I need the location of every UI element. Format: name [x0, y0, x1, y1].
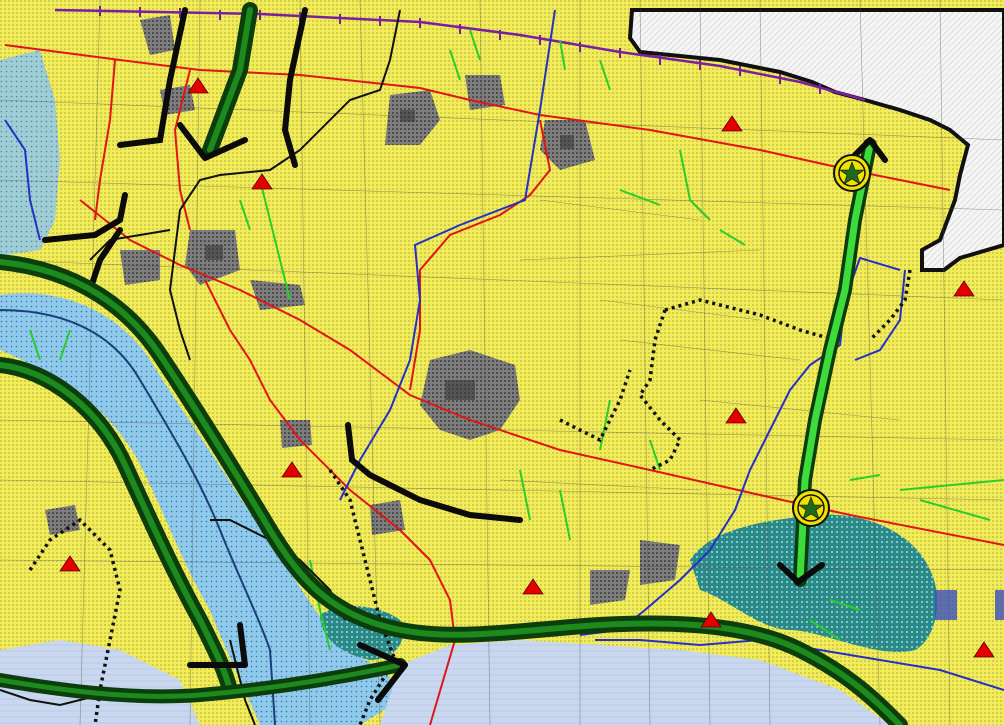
poi-triangle: [59, 555, 81, 572]
poi-triangle: [953, 280, 975, 297]
river: [0, 293, 400, 725]
outside-area: [627, 8, 1004, 272]
arrowhead-north-1: [177, 122, 248, 161]
star-node: [792, 489, 830, 527]
road-network: [4, 44, 1004, 725]
poi-triangle: [725, 407, 747, 424]
arrowhead-sw: [187, 622, 248, 668]
poi-triangle: [973, 641, 995, 658]
lake: [380, 640, 890, 725]
administrative-boundary: [28, 269, 912, 725]
poi-triangle: [721, 115, 743, 132]
ecological-corridors: [0, 254, 908, 725]
thick-boundaries: [42, 7, 523, 523]
green-flow-arrows: [202, 2, 877, 587]
poi-triangle: [251, 173, 273, 190]
arrowhead-up: [852, 137, 888, 163]
blue-blocks: [935, 590, 1004, 620]
poi-triangle: [700, 611, 722, 628]
railway: [54, 8, 866, 102]
star-node: [833, 154, 871, 192]
green-corridors: [29, 29, 1004, 651]
poi-triangle: [522, 578, 544, 595]
poi-triangles: [59, 77, 995, 658]
flow-arrowheads: [177, 122, 888, 703]
poi-triangle: [281, 461, 303, 478]
arrowhead-down: [777, 562, 825, 585]
arrowhead-river: [357, 642, 408, 703]
poi-triangle: [187, 77, 209, 94]
